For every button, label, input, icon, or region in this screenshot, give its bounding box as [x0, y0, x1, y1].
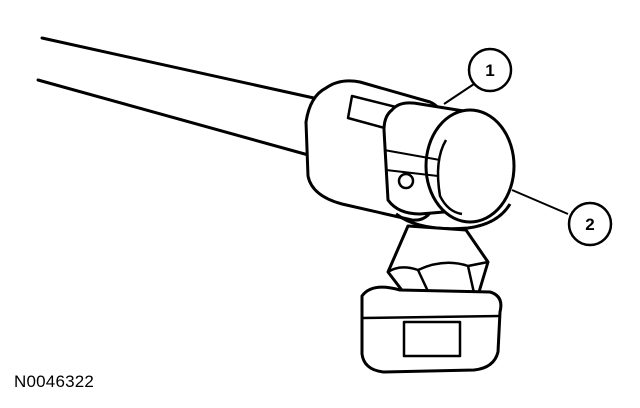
figure-identifier: N0046322: [14, 372, 95, 391]
leader-line-1: [443, 83, 475, 105]
head-lower-shoulder: [395, 203, 512, 231]
leader-lines: [443, 83, 569, 215]
adapter-pin-hole: [397, 172, 415, 190]
leader-line-2: [511, 189, 569, 215]
adapter-cylinder: [382, 101, 516, 224]
adapter-band-line-2: [385, 169, 439, 177]
handle-top-edge: [40, 36, 334, 104]
tool-handle: [36, 36, 334, 158]
fitting-base: [360, 285, 503, 374]
hex-nut-flat-2: [417, 261, 478, 303]
adapter-band-line: [383, 149, 441, 161]
handle-bottom-edge: [36, 78, 314, 158]
callout-2-circle: [567, 201, 613, 247]
adapter-cylinder-inner-arc: [436, 139, 463, 216]
hex-nut-flat-1: [387, 266, 434, 301]
callout-2: 2: [567, 201, 613, 247]
callout-1-label: 1: [485, 61, 494, 80]
fitting-base-slot: [402, 320, 462, 358]
callout-1-circle: [467, 47, 513, 93]
fitting-base-rim: [361, 314, 501, 320]
hex-nut-flat-3: [467, 260, 489, 268]
adapter-cylinder-end: [424, 108, 516, 224]
callout-2-label: 2: [585, 215, 594, 234]
callout-1: 1: [467, 47, 513, 93]
